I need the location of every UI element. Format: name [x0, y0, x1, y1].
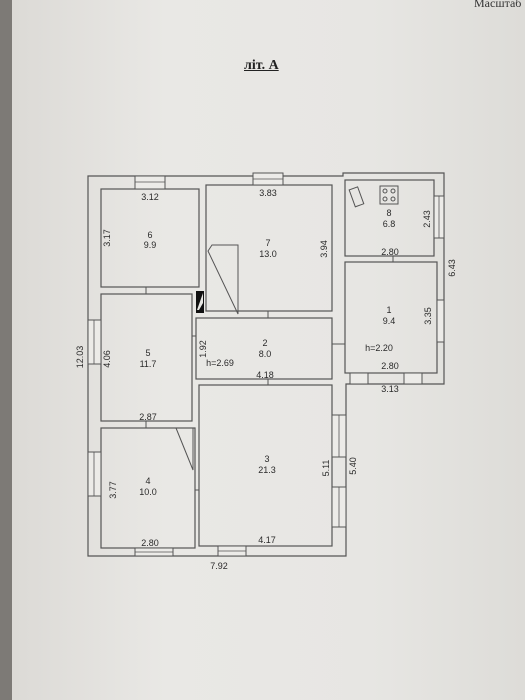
room-2-area: 8.0: [259, 349, 272, 359]
room-3-outline: [198, 384, 333, 547]
dim-r6-width: 3.12: [141, 192, 159, 202]
dim-r7-height: 3.94: [319, 240, 329, 258]
chimney-room-8: [348, 186, 365, 208]
room-5-number: 5: [145, 348, 150, 358]
dim-r5-width: 2.87: [139, 412, 157, 422]
dim-r3-inner-height: 5.11: [321, 460, 331, 477]
dim-total-bottom: 7.92: [210, 561, 228, 571]
stove-burner: [390, 188, 396, 194]
height-room-2: h=2.69: [206, 358, 234, 368]
window: [87, 319, 102, 365]
room-4-number: 4: [145, 476, 150, 486]
stove-burner: [390, 196, 396, 202]
stove-burner: [382, 196, 388, 202]
dim-r1-height: 3.35: [423, 307, 433, 325]
room-5-area: 11.7: [140, 359, 157, 369]
outer-wall: [87, 172, 445, 557]
room-7-outline: [205, 184, 333, 312]
dim-r4-height: 3.77: [108, 481, 118, 499]
room-3-area: 21.3: [258, 465, 276, 475]
dim-r6-height: 3.17: [102, 229, 112, 247]
dim-r8-width: 2.80: [381, 247, 399, 257]
dim-r4-width: 2.80: [141, 538, 159, 548]
room-6-area: 9.9: [144, 240, 157, 250]
window: [403, 372, 423, 385]
window: [436, 299, 445, 343]
dim-r3-width: 4.17: [258, 535, 276, 545]
scale-label: Масштаб 1: [474, 0, 525, 10]
room-6-number: 6: [147, 230, 152, 240]
dim-r7-width: 3.83: [259, 188, 277, 198]
room-1-area: 9.4: [383, 316, 396, 326]
window: [134, 175, 166, 190]
room-2-outline: [195, 317, 333, 380]
dim-r2-height: 1.92: [198, 340, 208, 358]
dim-r1-outer-width: 3.13: [381, 384, 399, 394]
room-3-number: 3: [264, 454, 269, 464]
window: [87, 451, 102, 497]
dim-r2-width: 4.18: [256, 370, 274, 380]
room-7-area: 13.0: [259, 249, 277, 259]
dim-total-right: 6.43: [447, 259, 457, 277]
room-8-number: 8: [386, 208, 391, 218]
boiler-highlight: [197, 293, 203, 310]
stove-burner: [382, 188, 388, 194]
height-room-1: h=2.20: [365, 343, 393, 353]
plan-title: літ. А: [244, 58, 279, 73]
dim-r3-outer-height: 5.40: [348, 457, 358, 475]
dim-r8-height: 2.43: [422, 210, 432, 228]
room-8-outline: [344, 179, 435, 257]
dim-r1-width: 2.80: [381, 361, 399, 371]
stove-icon: [379, 185, 399, 205]
dim-r5-height: 4.06: [102, 350, 112, 368]
room-7-number: 7: [265, 238, 270, 248]
room-8-area: 6.8: [383, 219, 396, 229]
window: [349, 372, 369, 385]
room-2-number: 2: [262, 338, 267, 348]
dim-total-left: 12.03: [75, 346, 85, 369]
room-1-number: 1: [386, 305, 391, 315]
stair-room-4: [175, 427, 194, 471]
room-4-area: 10.0: [139, 487, 157, 497]
stair-room-7: [207, 244, 239, 315]
